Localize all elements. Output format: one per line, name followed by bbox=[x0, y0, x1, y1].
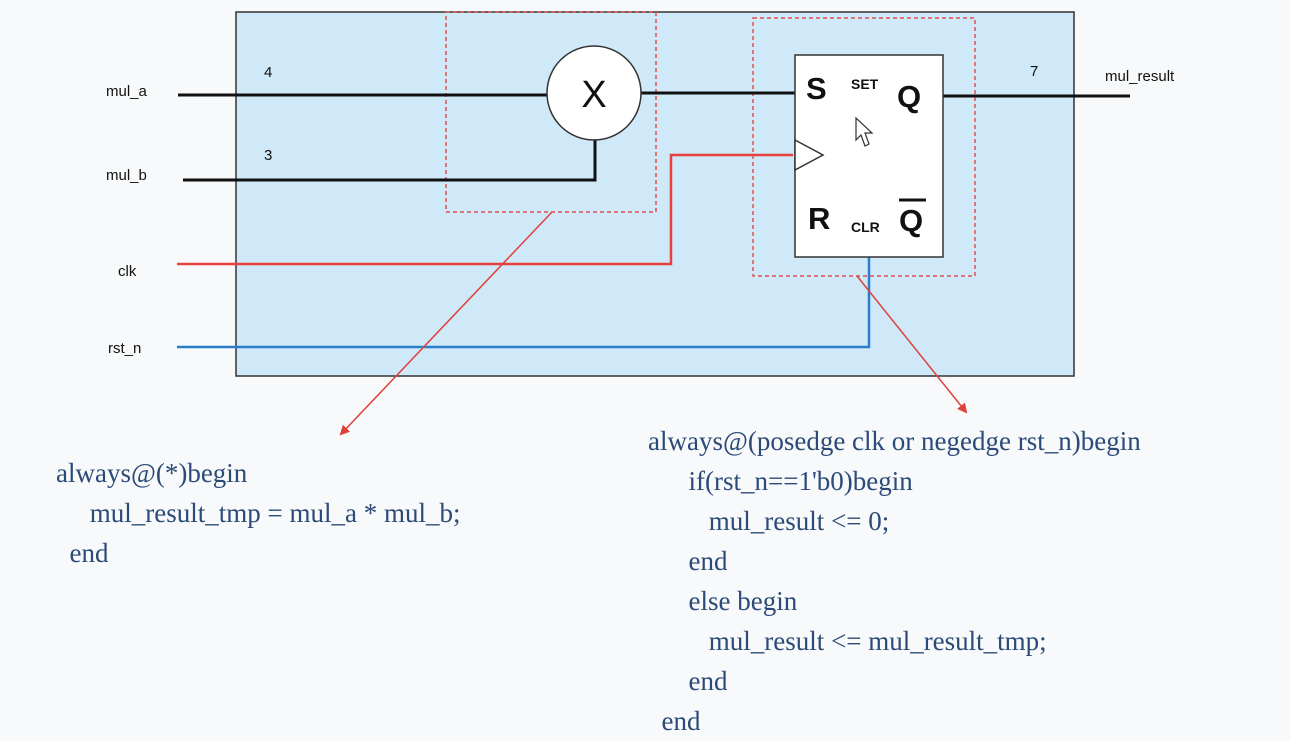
code-line: end bbox=[648, 706, 701, 736]
module-panel bbox=[235, 11, 1075, 377]
clk-label: clk bbox=[118, 263, 137, 280]
comb-code-block: always@(*)begin mul_result_tmp = mul_a *… bbox=[56, 453, 460, 573]
seq-code-block: always@(posedge clk or negedge rst_n)beg… bbox=[648, 421, 1141, 741]
code-line: else begin bbox=[648, 586, 798, 616]
code-line: mul_result_tmp = mul_a * mul_b; bbox=[56, 498, 461, 528]
code-line: end bbox=[648, 546, 728, 576]
mul-a-width: 4 bbox=[264, 64, 272, 81]
mul-b-width: 3 bbox=[264, 147, 272, 164]
mul-b-wire bbox=[183, 140, 597, 182]
cursor-icon bbox=[855, 116, 874, 147]
clk-wire bbox=[177, 153, 793, 266]
code-line: if(rst_n==1'b0)begin bbox=[648, 466, 913, 496]
ff-r-label: R bbox=[808, 201, 830, 236]
code-line: always@(posedge clk or negedge rst_n)beg… bbox=[648, 426, 1141, 456]
code-line: mul_result <= mul_result_tmp; bbox=[648, 626, 1047, 656]
mul-result-label: mul_result bbox=[1105, 68, 1175, 85]
comb-annotation-arrow bbox=[339, 211, 553, 436]
result-width: 7 bbox=[1030, 63, 1038, 80]
mul-b-label: mul_b bbox=[106, 167, 147, 184]
code-line: mul_result <= 0; bbox=[648, 506, 890, 536]
flipflop-box bbox=[794, 54, 944, 258]
ff-s-label: S bbox=[806, 71, 827, 106]
code-line: end bbox=[648, 666, 728, 696]
code-line: always@(*)begin bbox=[56, 458, 248, 488]
rst-n-label: rst_n bbox=[108, 340, 141, 357]
ff-clr-label: CLR bbox=[851, 219, 880, 235]
rst-n-wire bbox=[177, 257, 871, 349]
ff-qbar-label: Q bbox=[899, 203, 923, 238]
multiplier-circle bbox=[546, 45, 642, 141]
mul-a-label: mul_a bbox=[106, 83, 148, 100]
seq-logic-region bbox=[752, 17, 976, 277]
clock-input-triangle bbox=[794, 138, 825, 172]
seq-annotation-arrow bbox=[856, 275, 968, 414]
multiplier-symbol: X bbox=[581, 74, 606, 116]
ff-q-label: Q bbox=[897, 79, 921, 114]
code-line: end bbox=[56, 538, 109, 568]
ff-set-label: SET bbox=[851, 76, 879, 92]
